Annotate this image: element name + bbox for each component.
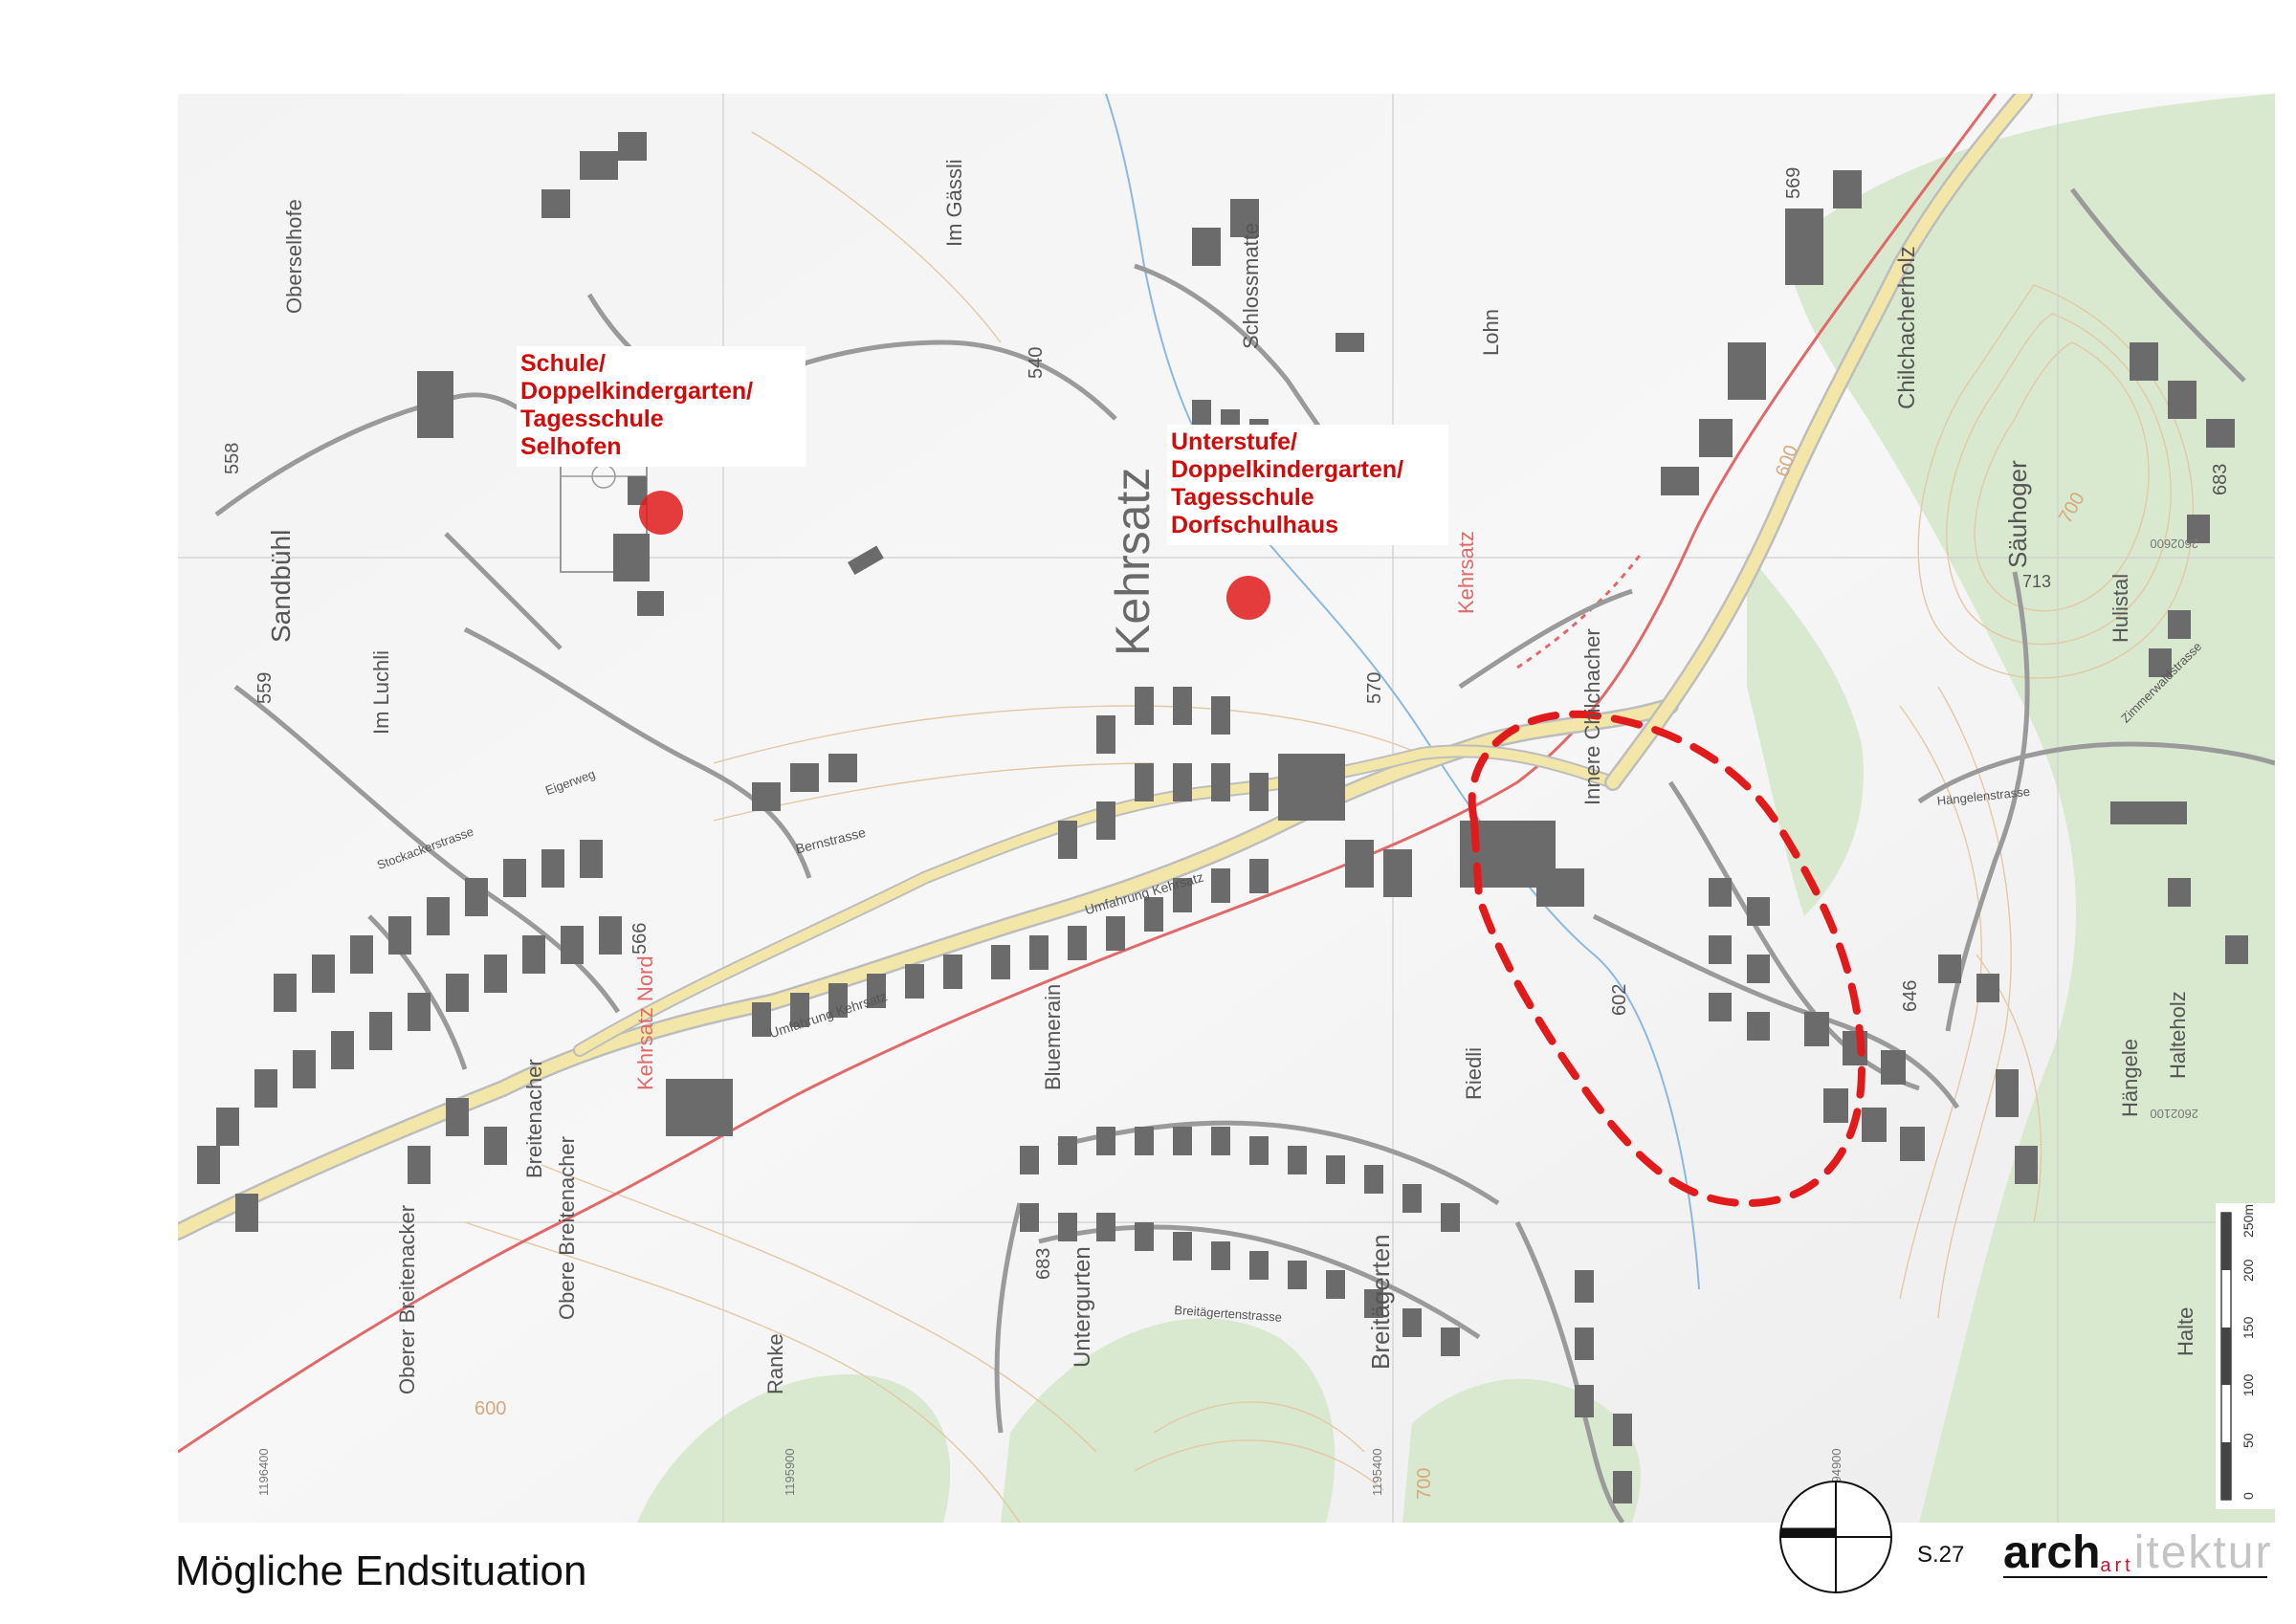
scale-tick: 100 <box>2241 1373 2256 1396</box>
brand-logo: archartitektur <box>2003 1526 2272 1592</box>
page-number: S.27 <box>1917 1542 1965 1568</box>
scale-tick: 0 <box>2241 1492 2256 1500</box>
scale-bar: 0 50 100 150 200 250m <box>2216 1203 2275 1514</box>
buildings <box>197 132 2248 1503</box>
callout-line: Tagesschule <box>520 406 664 432</box>
main-roads <box>178 94 2033 1240</box>
callout-school-dorfschulhaus: Unterstufe/ Doppelkindergarten/ Tagessch… <box>1167 425 1448 545</box>
map-label-place: Sandbühl <box>266 529 296 643</box>
map-grid-label: 1196400 <box>256 1448 271 1496</box>
map-spot-height: 683 <box>2210 463 2231 495</box>
brand-part: arch <box>2003 1527 2101 1578</box>
map-label-place: Im Gässli <box>942 159 966 247</box>
map-label-place: Innere Chilchacher <box>1580 628 1604 805</box>
map-label-place: Oberer Breitenacker <box>395 1204 419 1394</box>
map-label-town: Kehrsatz <box>1106 467 1159 656</box>
map-spot-height: 646 <box>1900 979 1921 1012</box>
map-label-place: Ranke <box>763 1333 787 1394</box>
map-label-place: Halte <box>2174 1306 2197 1356</box>
map-label-station: Kehrsatz <box>1454 531 1478 614</box>
stream <box>1105 94 1700 1290</box>
school-marker-selhofen[interactable] <box>639 491 683 535</box>
map-label-station: Kehrsatz Nord <box>633 955 657 1090</box>
school-markers[interactable] <box>639 491 1270 620</box>
topographic-map[interactable] <box>178 94 2275 1523</box>
map-spot-height: 713 <box>2022 572 2052 591</box>
study-area-outline[interactable] <box>1468 710 1866 1208</box>
brand-part: art <box>2100 1555 2134 1576</box>
map-label-place: Lohn <box>1479 309 1503 356</box>
page-title: Mögliche Endsituation <box>175 1547 587 1594</box>
map-grid-label: 2602100 <box>2150 1107 2198 1121</box>
map-spot-height: 540 <box>1026 346 1047 379</box>
map-label-place: Chilchacherholz <box>1894 246 1920 409</box>
map-spot-height: 566 <box>629 922 651 955</box>
brand-part: itektur <box>2133 1527 2273 1578</box>
map-spot-height: 570 <box>1364 671 1385 704</box>
map-label-place: Breitägerten <box>1366 1234 1395 1370</box>
forest-areas <box>637 94 2275 1523</box>
coordinate-grid <box>178 94 2275 1523</box>
callout-line: Doppelkindergarten/ <box>520 378 754 405</box>
callout-line: Unterstufe/ <box>1171 428 1297 455</box>
map-label-place: Hängele <box>2118 1039 2142 1117</box>
map-label-place: Im Luchli <box>369 649 393 735</box>
compass-icon <box>1779 1481 1892 1593</box>
map-spot-height: 559 <box>254 671 276 704</box>
scale-tick: 200 <box>2241 1259 2256 1282</box>
map-label-place: Oberselhofe <box>282 199 306 314</box>
callout-line: Dorfschulhaus <box>1171 512 1339 538</box>
callout-school-selhofen: Schule/ Doppelkindergarten/ Tagesschule … <box>517 346 806 467</box>
map-spot-height: 602 <box>1609 983 1630 1016</box>
map-spot-height: 558 <box>222 442 243 474</box>
callout-line: Selhofen <box>520 433 622 460</box>
school-marker-dorfschulhaus[interactable] <box>1226 576 1270 620</box>
map-grid-label: 1195900 <box>783 1448 797 1496</box>
scale-tick: 50 <box>2241 1433 2256 1448</box>
map-label-place: Bluemerain <box>1041 983 1065 1090</box>
map-spot-height: 683 <box>1033 1247 1054 1280</box>
callout-line: Doppelkindergarten/ <box>1171 456 1404 483</box>
callout-line: Tagesschule <box>1171 484 1314 511</box>
scale-tick: 150 <box>2241 1316 2256 1339</box>
map-label-place: Halteholz <box>2166 991 2190 1079</box>
map-label-place: Säuhoger <box>2003 460 2032 568</box>
map-label-place: Untergurten <box>1070 1246 1095 1368</box>
map-contour-label: 600 <box>475 1398 507 1419</box>
map-spot-height: 569 <box>1783 166 1804 199</box>
brand-underline <box>2003 1576 2267 1578</box>
scale-tick: 250m <box>2241 1203 2256 1238</box>
map-contour-label: 700 <box>1414 1467 1435 1500</box>
map-grid-label: 2602600 <box>2150 537 2198 551</box>
map-grid-label: 1195400 <box>1370 1448 1384 1496</box>
map-label-place: Breitenacher <box>522 1059 546 1178</box>
map-label-place: Schlossmatte <box>1239 222 1263 349</box>
callout-line: Schule/ <box>520 350 606 377</box>
map-label-place: Obere Breitenacher <box>555 1136 579 1320</box>
map-label-place: Riedli <box>1462 1046 1486 1100</box>
map-label-place: Hulistal <box>2108 573 2132 643</box>
